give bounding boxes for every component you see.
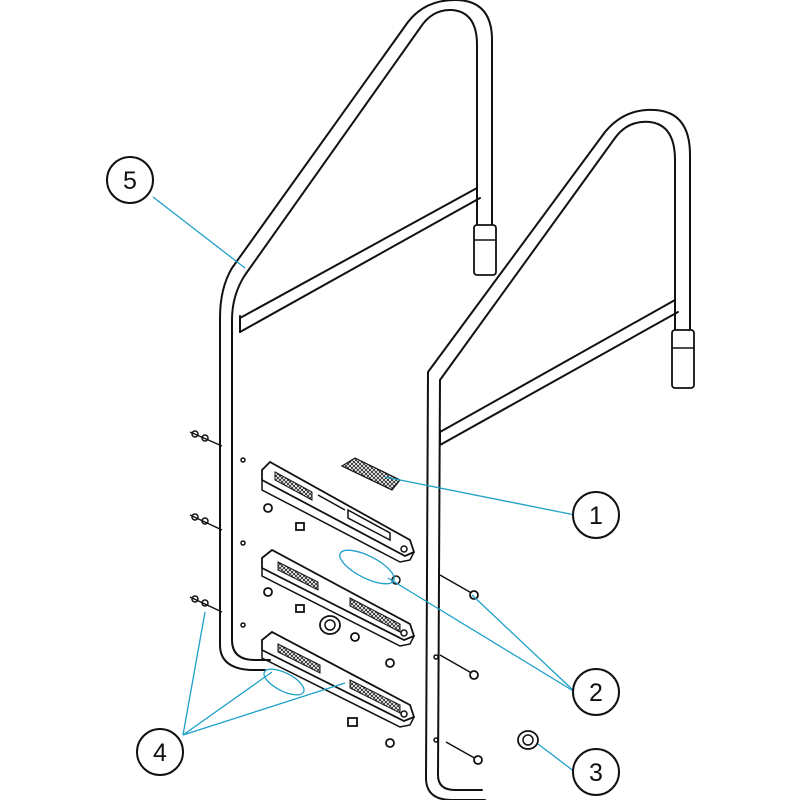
callout-5-circle [106,156,154,204]
tread-middle [261,548,416,647]
callout-3-circle [572,748,620,796]
escutcheon-caps [319,615,539,750]
callout-4-label: 4 [153,739,167,767]
callout-1-label: 1 [589,502,603,530]
tread-bottom [261,630,416,728]
leader-4a [182,611,206,736]
highlight-tread-fixing [339,549,395,585]
leader-1 [384,476,576,516]
leader-5 [152,196,246,269]
callout-3: 3 [572,748,620,796]
right-handrail [425,108,695,800]
left-handrail [219,0,497,671]
callout-3-label: 3 [589,759,603,787]
leader-3 [537,743,576,773]
highlight-bolt-holes [263,668,305,696]
leader-lines [152,196,576,773]
anti-slip-pad [340,457,401,491]
leader-2a [387,577,576,693]
callout-2-label: 2 [589,679,603,707]
callout-1: 1 [572,491,620,539]
callout-2-circle [572,668,620,716]
nuts-washers [263,503,395,748]
callout-2: 2 [572,668,620,716]
leader-4c [182,682,346,736]
tread-top [261,460,416,563]
callout-5-label: 5 [123,167,137,195]
leader-2b [471,594,576,693]
callout-5: 5 [106,156,154,204]
callout-4: 4 [136,728,184,776]
bolts-left [189,430,246,628]
callout-4-circle [136,728,184,776]
leader-4b [182,671,273,736]
right-end-cap [671,329,695,389]
left-end-cap [473,224,497,276]
callout-1-circle [572,491,620,539]
bolts-right [433,574,483,765]
